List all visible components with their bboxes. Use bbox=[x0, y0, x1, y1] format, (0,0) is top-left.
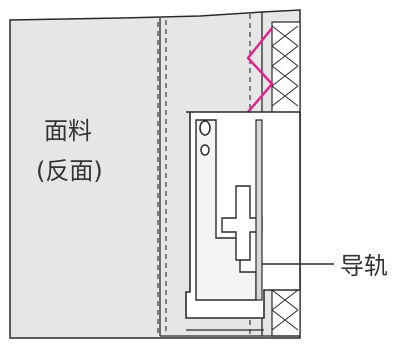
base-plate-lines bbox=[160, 329, 300, 337]
screw-hole-bottom bbox=[200, 144, 210, 156]
guide-rail bbox=[255, 119, 263, 301]
fabric-wrong-side-label: (反面) bbox=[36, 157, 103, 185]
screw-hole-top bbox=[199, 120, 211, 136]
guide-label: 导轨 bbox=[340, 252, 388, 280]
presser-foot-inner bbox=[195, 119, 257, 301]
needle-slot bbox=[221, 185, 263, 261]
fabric-label: 面料 bbox=[44, 117, 92, 145]
